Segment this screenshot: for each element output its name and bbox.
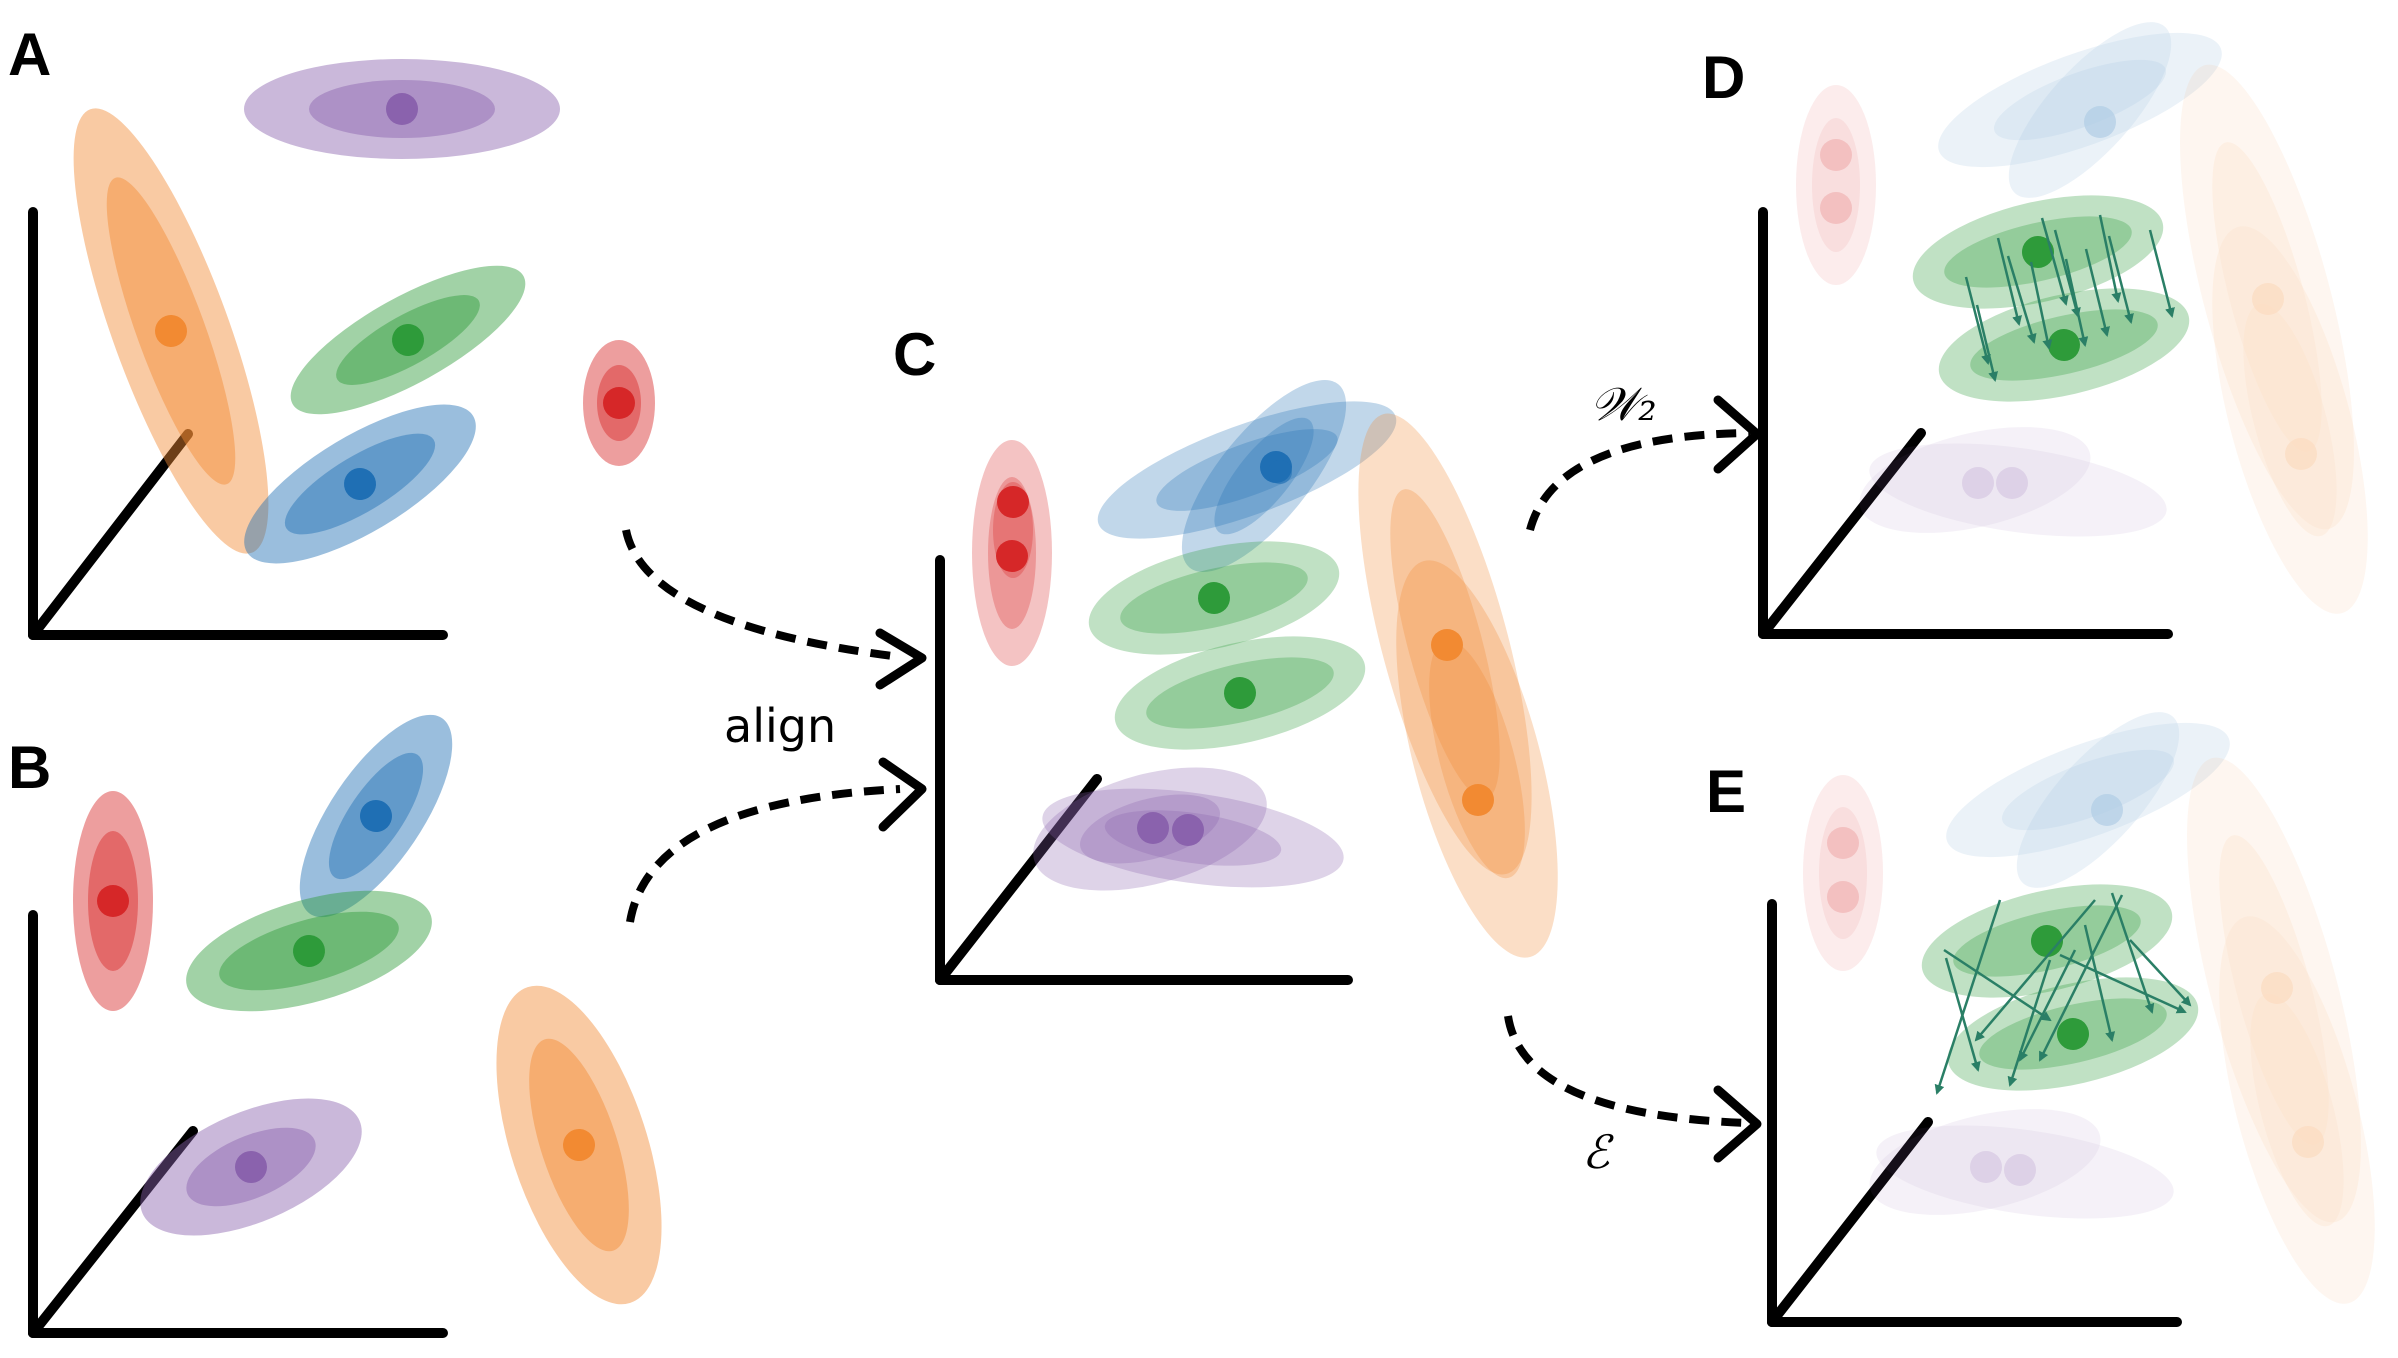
panel-d-label: D (1702, 44, 1745, 111)
align-arrow-top (622, 529, 901, 661)
arrowhead-icon (1713, 1085, 1762, 1163)
panel-c: C (893, 321, 1558, 985)
gaussian-c-green-upper (1088, 541, 1340, 655)
panel-e-label: E (1706, 758, 1746, 825)
panel-a-label: A (8, 21, 51, 88)
gaussian-b-red (73, 791, 153, 1011)
energy-label: ℰ (1582, 1125, 1614, 1179)
align-arrows (622, 529, 901, 923)
gaussian-b-orange (496, 985, 662, 1305)
panel-b: B (8, 714, 662, 1338)
w2-label: 𝒲₂ (1590, 377, 1657, 431)
gaussian-c-red (972, 440, 1052, 666)
gaussian-d-purple (1859, 427, 2167, 537)
panel-e-axes (1767, 899, 2182, 1327)
align-label: align (724, 699, 836, 753)
gaussian-a-purple (244, 59, 560, 159)
panel-d: D (1702, 22, 2368, 639)
energy-transport-arrows (1934, 892, 2192, 1095)
gaussian-a-green (290, 265, 526, 415)
gaussian-d-blue (1938, 22, 2222, 198)
gaussian-c-green-lower (1114, 636, 1366, 750)
gaussian-a-orange (73, 108, 269, 554)
panel-e: E (1706, 712, 2375, 1327)
align-arrow-bottom (626, 785, 901, 923)
transition-arrowheads (1713, 395, 1762, 1163)
arrowhead-icon (1713, 395, 1762, 474)
gaussian-d-red (1796, 85, 1876, 285)
w2-transport-arrows (1964, 214, 2175, 382)
gaussian-a-blue (244, 404, 476, 564)
gaussian-e-red (1803, 775, 1883, 971)
gaussian-c-orange (1358, 413, 1558, 958)
gaussian-b-purple (140, 1098, 362, 1236)
panel-c-label: C (893, 321, 936, 388)
panel-a-axes (28, 207, 448, 640)
panel-d-axes (1758, 207, 2173, 639)
transition-arrows (1504, 429, 1751, 1127)
gaussian-b-blue (299, 714, 453, 918)
arrowhead-icon (878, 757, 927, 832)
align-arrowheads (875, 628, 927, 832)
gaussian-e-blue (1946, 712, 2230, 888)
w2-arrow (1526, 429, 1751, 532)
panel-c-axes (935, 555, 1353, 985)
panel-a: A (8, 21, 655, 640)
gaussian-b-green (186, 890, 432, 1012)
gaussian-c-purple (1033, 767, 1344, 891)
panel-b-axes (28, 910, 448, 1338)
panel-b-label: B (8, 734, 51, 801)
gaussian-d-orange (2180, 64, 2368, 614)
arrowhead-icon (875, 628, 927, 690)
gaussian-c-blue (1097, 380, 1397, 572)
gaussian-e-purple (1869, 1109, 2174, 1219)
gaussian-a-red (583, 340, 655, 466)
gaussian-e-orange (2187, 757, 2375, 1304)
gaussian-e-green-upper (1921, 884, 2173, 998)
energy-arrow (1504, 1015, 1749, 1127)
